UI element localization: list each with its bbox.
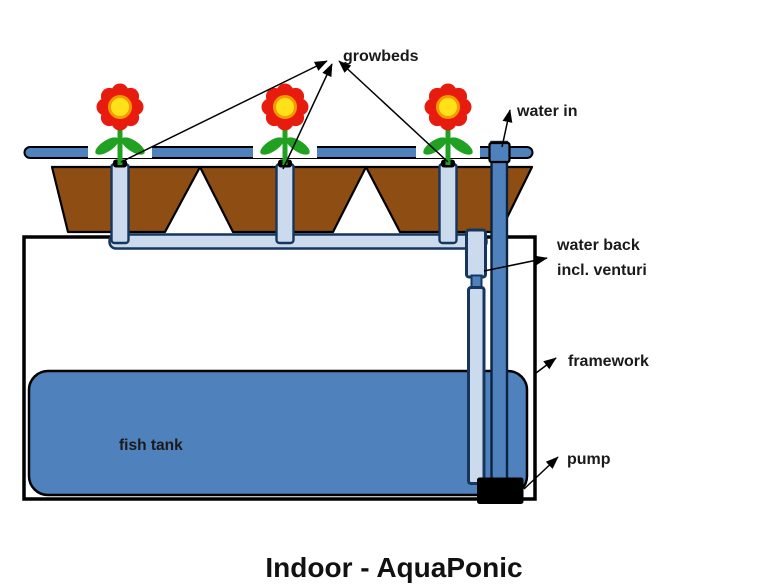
water-back-label-line2: incl. venturi [557, 262, 647, 279]
flower-icon [414, 72, 482, 167]
venturi-upper-pipe [465, 228, 487, 279]
pump-body [477, 477, 524, 504]
fish-tank-label: fish tank [119, 437, 183, 454]
growbeds-label: growbeds [343, 48, 419, 65]
flower-icon [251, 72, 319, 167]
framework-arrow [535, 357, 557, 374]
standpipe-2 [275, 162, 295, 245]
fish-tank [27, 369, 529, 497]
diagram-title: Indoor - AquaPonic [265, 552, 522, 583]
water-in-pipe [490, 140, 509, 481]
water-back-label-line1: water back [556, 237, 640, 254]
water-back-arrow [483, 255, 548, 272]
growbeds-arrow-1 [120, 60, 328, 163]
growbeds-arrow-2 [282, 63, 333, 170]
water-in-label: water in [516, 103, 577, 120]
venturi-lower-pipe [467, 286, 486, 485]
water-in-fitting [488, 141, 511, 164]
pump-arrow [523, 456, 559, 490]
framework-label: framework [568, 353, 649, 370]
pump-label: pump [567, 451, 611, 468]
water-in-arrow [501, 109, 513, 148]
standpipe-1 [110, 162, 130, 245]
growbeds-arrow-3 [338, 60, 449, 163]
drain-pipe-horizontal [108, 233, 488, 250]
standpipe-3 [438, 162, 458, 245]
